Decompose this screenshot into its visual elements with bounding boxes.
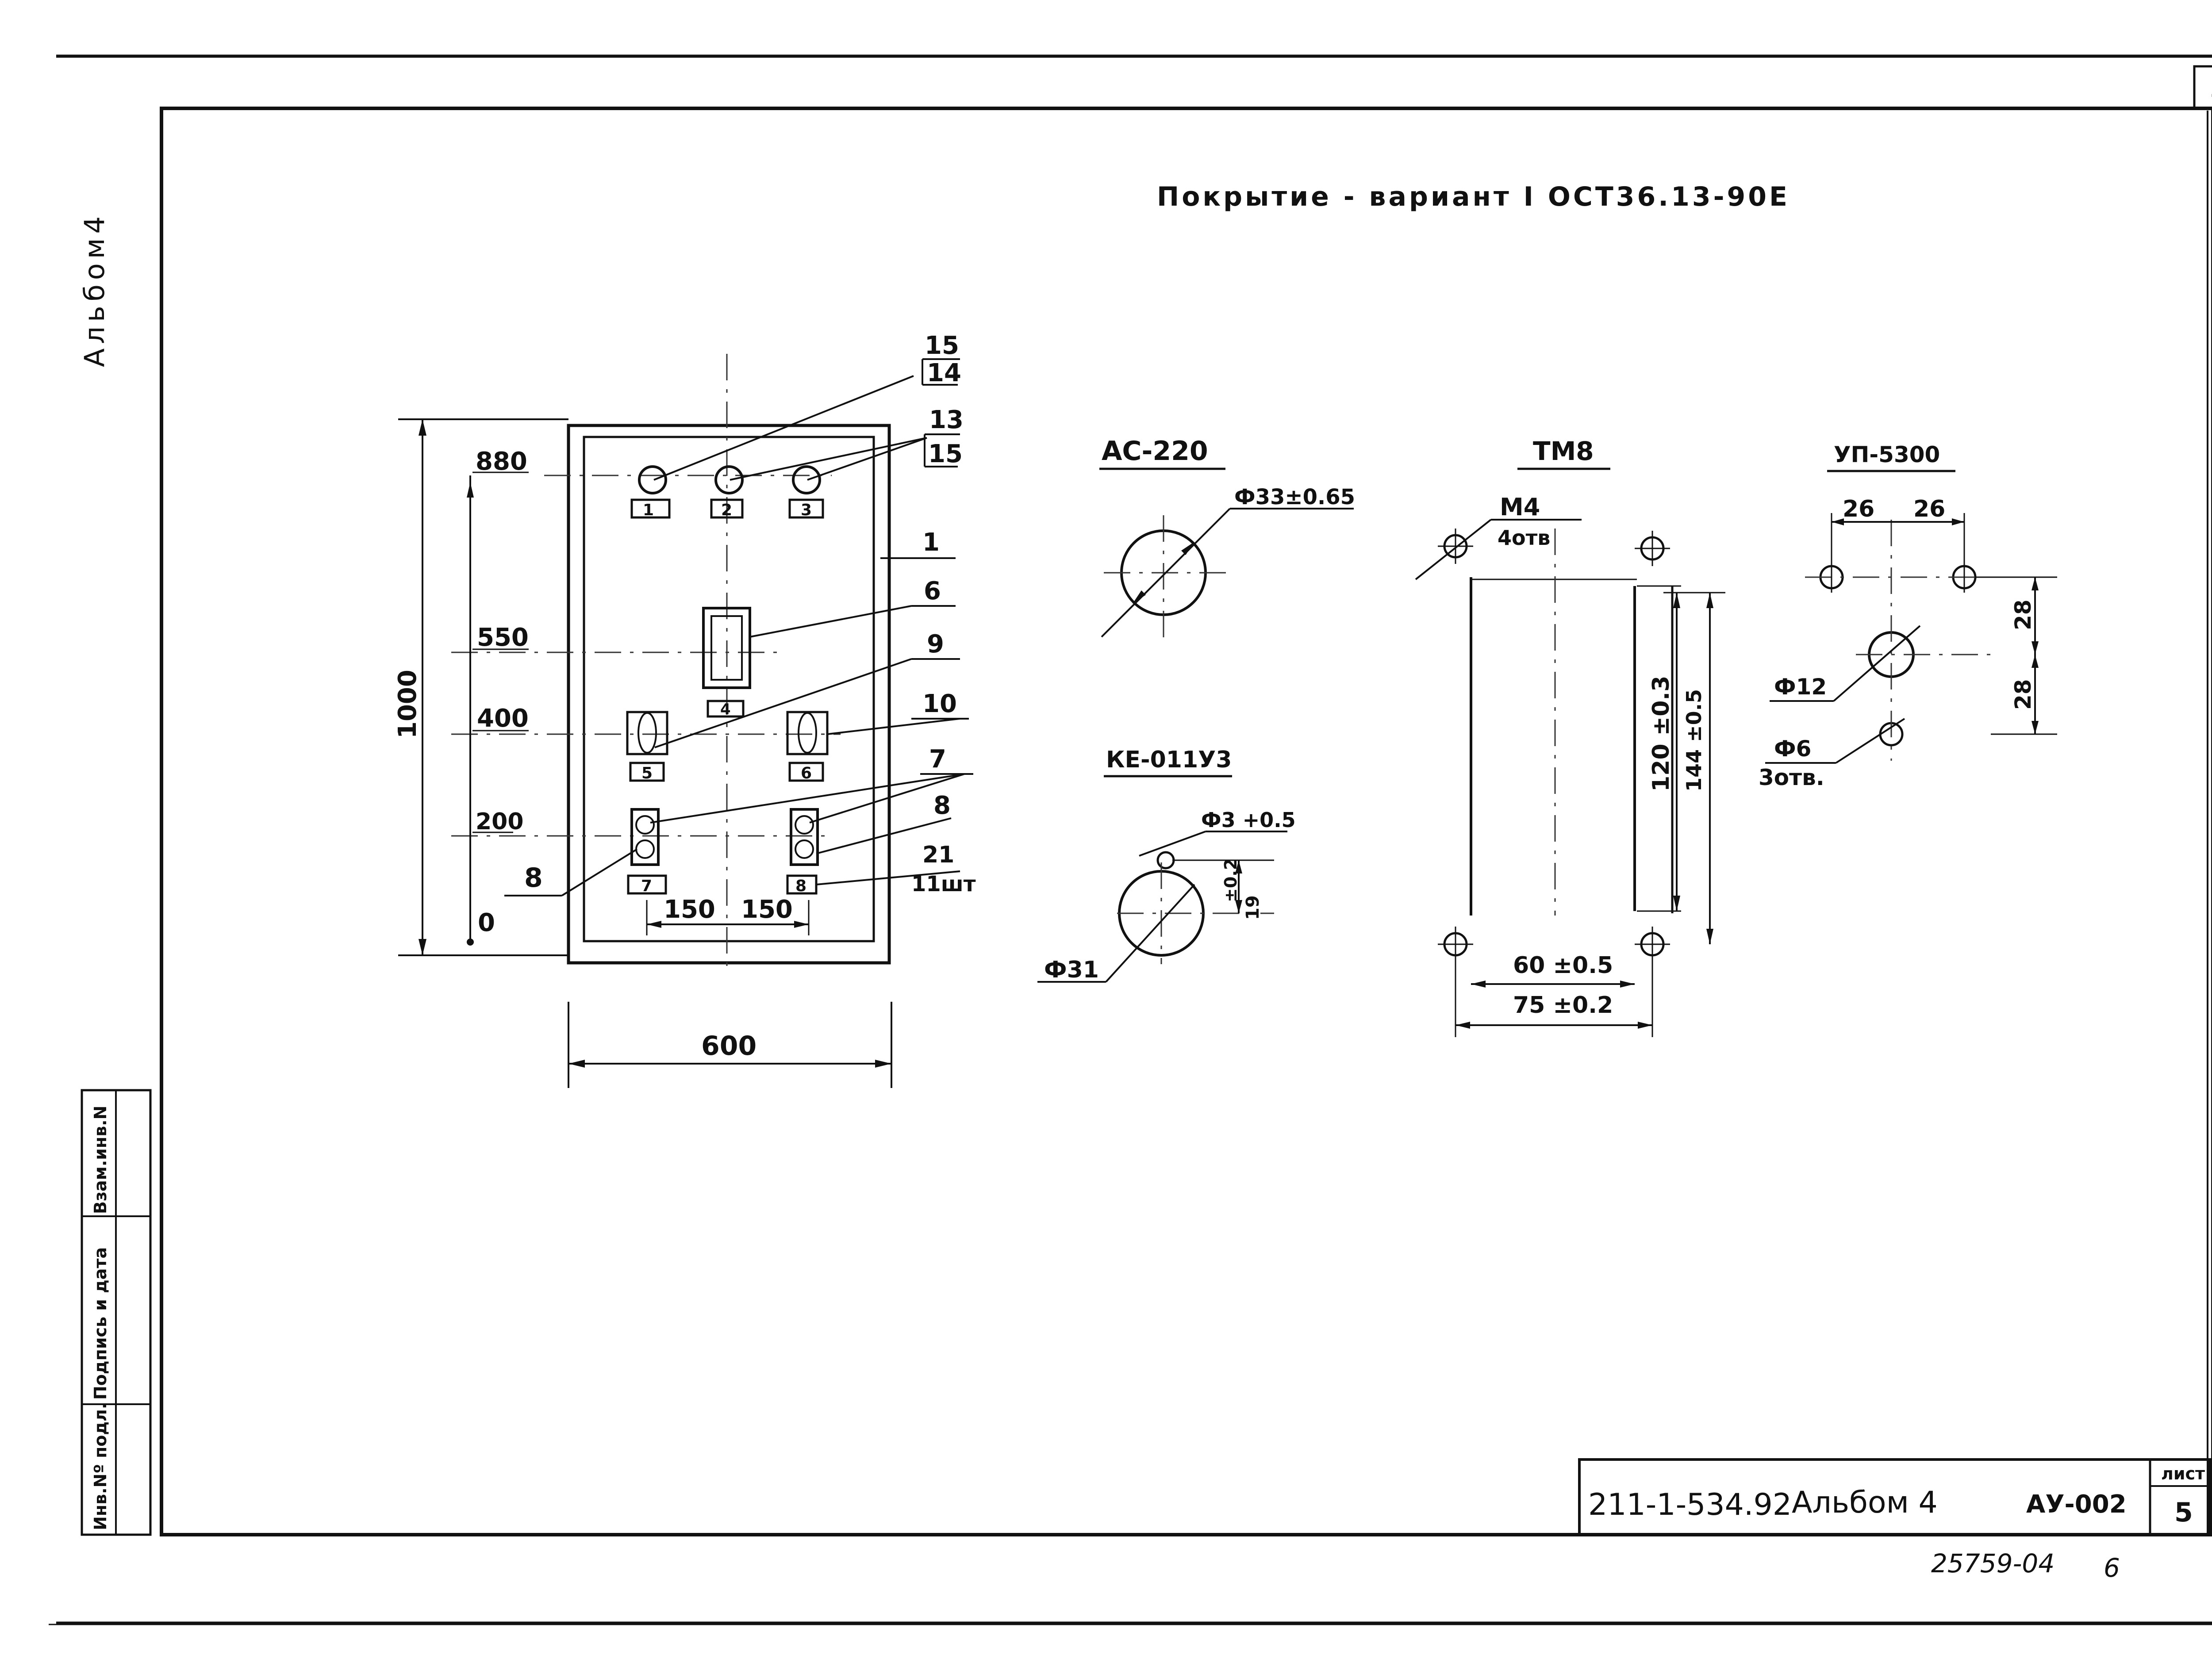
stamp-replace-label: Взам.инв.N [91, 1106, 110, 1214]
callout-15b: 15 [928, 440, 963, 468]
panel-drawing: 1000 880 550 400 200 0 [393, 331, 976, 1088]
page-number: 5 [2210, 72, 2212, 104]
box-label-6: 6 [801, 764, 812, 782]
detail-tm8: ТМ8 М4 4отв 120 ±0.3 [1415, 436, 1725, 1037]
level-880: 880 [476, 447, 527, 476]
detail-up5300: УП-5300 26 26 28 28 Ф12 Ф6 3отв. [1759, 442, 2057, 790]
box-label-7: 7 [641, 877, 652, 895]
box-label-3: 3 [801, 501, 812, 519]
coating-note: Покрытие - вариант I ОСТ36.13-90Е [1157, 181, 1790, 212]
tm8-dim-height-inner: 120 ±0.3 [1648, 676, 1674, 792]
up-center-hole-label: Ф12 [1774, 674, 1827, 700]
button-block-8 [790, 808, 819, 866]
callout-8-right: 8 [933, 791, 951, 820]
up-small-holes-label: Ф6 [1774, 736, 1811, 762]
callout-13: 13 [929, 406, 964, 434]
stamp-signature-label: Подпись и дата [91, 1247, 110, 1400]
callout-11sht: 11шт [911, 872, 976, 896]
box-label-1: 1 [643, 501, 654, 519]
dim-total-height: 1000 [393, 670, 422, 739]
callout-8-left: 8 [524, 862, 543, 893]
panel-outline [567, 424, 891, 965]
callout-1: 1 [922, 528, 940, 557]
ke-offset-tol: ±0.2 [1221, 858, 1240, 902]
detail-ac220: АС-220 Ф33±0.65 [1099, 436, 1355, 641]
sheet-label: лист [2161, 1464, 2205, 1483]
callout-9: 9 [927, 630, 944, 659]
tm8-dim-width-outer: 75 ±0.2 [1513, 992, 1613, 1019]
callout-14: 14 [927, 359, 961, 387]
box-label-4: 4 [720, 701, 731, 718]
title-block: 211-1-534.92 Альбом 4 АУ-002 лист 5 [1578, 1458, 2211, 1536]
ke-big-hole-label: Ф31 [1044, 957, 1099, 983]
dim-width: 600 [701, 1030, 757, 1061]
dim-left-spacing: 150 [664, 895, 715, 924]
button-block-7 [630, 808, 660, 866]
album-label: Альбом 4 [1792, 1485, 1938, 1520]
tm8-dim-width-inner: 60 ±0.5 [1513, 952, 1613, 979]
callout-21: 21 [922, 842, 954, 868]
box-label-2: 2 [721, 501, 732, 519]
up-dim-left: 26 [1843, 496, 1874, 522]
indicator-lamp-3 [792, 465, 821, 494]
box-label-5: 5 [641, 764, 653, 782]
album-side-label: Альбом4 [78, 212, 111, 367]
ac220-title: АС-220 [1102, 436, 1208, 467]
sheet-frame: 5 [49, 54, 2212, 1625]
stamp-inventory-label: Инв.Nº подл. [91, 1403, 110, 1530]
callout-7: 7 [929, 745, 946, 774]
footer-copy: 6 [2104, 1553, 2120, 1583]
callout-15: 15 [925, 331, 959, 360]
tm8-holes: 4отв [1498, 526, 1550, 550]
level-550: 550 [477, 623, 529, 652]
doc-code: АУ-002 [2026, 1490, 2127, 1519]
indicator-lamp-1 [638, 465, 667, 494]
detail-ke: КЕ-011У3 19 ±0.2 Ф3 +0.5 Ф31 [1037, 747, 1296, 983]
up-dim-lower: 28 [2010, 679, 2036, 710]
up-dim-upper: 28 [2010, 599, 2036, 630]
ke-offset: 19 [1243, 895, 1263, 920]
dim-right-spacing: 150 [741, 895, 793, 924]
ke-small-hole [1156, 851, 1175, 870]
device-4 [702, 607, 751, 689]
callout-10: 10 [922, 690, 957, 718]
ke-title: КЕ-011У3 [1106, 747, 1232, 773]
up-dim-right: 26 [1913, 496, 1945, 522]
ke-small-hole-label: Ф3 +0.5 [1201, 808, 1296, 832]
tm8-thread: М4 [1500, 493, 1540, 521]
tm8-dim-height-outer: 144 ±0.5 [1682, 689, 1706, 792]
box-label-8: 8 [795, 877, 806, 895]
tm8-title: ТМ8 [1533, 436, 1594, 466]
ac220-diameter: Ф33±0.65 [1234, 485, 1355, 509]
level-400: 400 [477, 704, 529, 733]
level-0: 0 [478, 908, 495, 937]
level-200: 200 [476, 808, 524, 835]
left-stamp: Взам.инв.N Подпись и дата Инв.Nº подл. [81, 1089, 152, 1536]
callout-6: 6 [924, 577, 941, 605]
panel-inner-outline [583, 436, 875, 942]
indicator-lamp-2 [714, 465, 744, 494]
up-title: УП-5300 [1834, 442, 1940, 467]
up-small-holes-count: 3отв. [1759, 765, 1824, 790]
footer-number: 25759-04 [1931, 1548, 2055, 1578]
doc-number: 211-1-534.92 [1588, 1487, 1792, 1522]
sheet-number: 5 [2174, 1497, 2193, 1528]
switch-6 [786, 711, 829, 755]
switch-5 [626, 711, 668, 755]
